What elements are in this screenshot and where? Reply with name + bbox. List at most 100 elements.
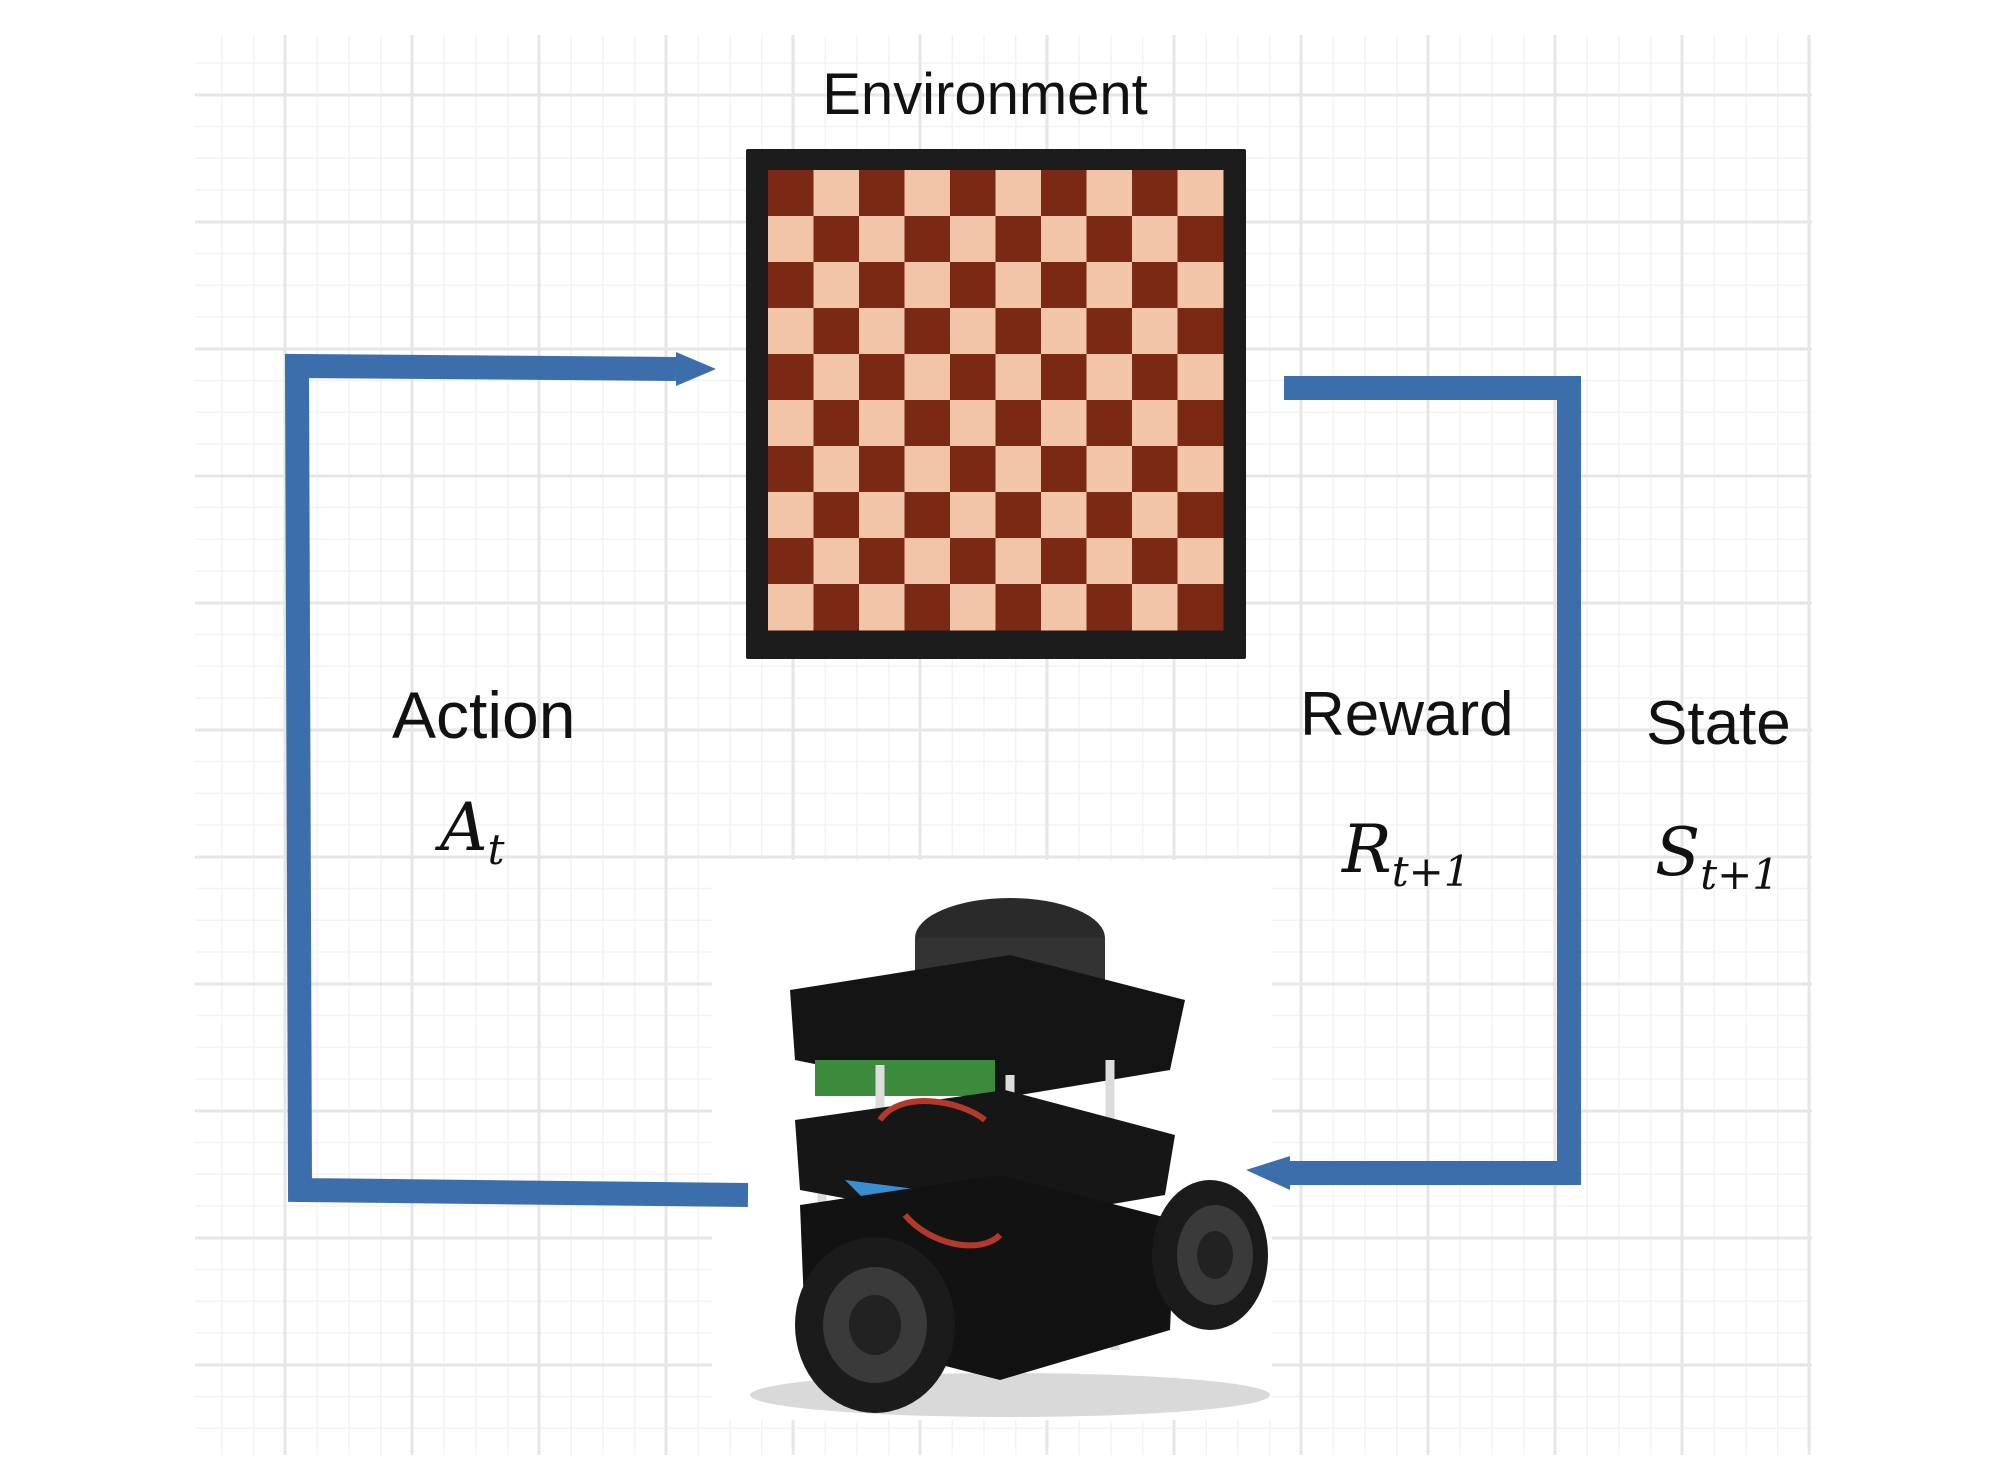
- board-square-dark: [1132, 538, 1178, 585]
- board-square-dark: [768, 170, 814, 217]
- board-square-dark: [904, 400, 951, 447]
- board-square-dark: [1041, 170, 1087, 217]
- board-square-light: [950, 308, 996, 355]
- board-square-light: [768, 308, 814, 355]
- state-reward-arrowhead: [1246, 1156, 1290, 1190]
- board-square-light: [950, 492, 996, 539]
- board-square-light: [950, 216, 996, 263]
- board-square-light: [1086, 262, 1133, 309]
- board-square-dark: [768, 262, 814, 309]
- board-square-dark: [1177, 216, 1224, 263]
- action-symbol-letter: A: [434, 789, 488, 866]
- state-symbol-subscript: t+1: [1700, 850, 1779, 899]
- board-square-light: [1086, 354, 1133, 401]
- board-square-dark: [1086, 400, 1133, 447]
- board-square-dark: [859, 170, 905, 217]
- board-square-dark: [1041, 538, 1087, 585]
- board-square-dark: [950, 262, 996, 309]
- board-square-light: [813, 170, 860, 217]
- board-square-light: [1086, 538, 1133, 585]
- board-square-dark: [1086, 584, 1133, 631]
- board-square-light: [950, 584, 996, 631]
- board-square-light: [813, 538, 860, 585]
- board-square-light: [904, 262, 951, 309]
- board-square-light: [1132, 492, 1178, 539]
- board-square-light: [1177, 262, 1224, 309]
- board-square-light: [1177, 170, 1224, 217]
- board-square-light: [813, 446, 860, 493]
- board-square-dark: [904, 308, 951, 355]
- board-square-dark: [1132, 354, 1178, 401]
- board-square-light: [1041, 584, 1087, 631]
- board-square-dark: [1177, 308, 1224, 355]
- board-square-dark: [1041, 262, 1087, 309]
- board-square-light: [1041, 216, 1087, 263]
- board-square-light: [995, 354, 1042, 401]
- board-square-light: [859, 584, 905, 631]
- board-square-light: [768, 400, 814, 447]
- board-square-dark: [813, 308, 860, 355]
- action-label: Action: [392, 678, 575, 752]
- action-symbol: At: [434, 789, 505, 874]
- board-square-dark: [813, 216, 860, 263]
- board-square-light: [1177, 354, 1224, 401]
- state-reward-arrow-line: [1284, 376, 1581, 1185]
- board-square-dark: [1086, 492, 1133, 539]
- board-square-light: [1177, 538, 1224, 585]
- board-square-light: [1041, 400, 1087, 447]
- board-square-light: [1041, 492, 1087, 539]
- board-square-dark: [768, 446, 814, 493]
- board-square-dark: [950, 354, 996, 401]
- board-square-dark: [768, 538, 814, 585]
- state-reward-arrow: [1246, 376, 1581, 1190]
- board-square-dark: [1177, 400, 1224, 447]
- board-square-light: [768, 216, 814, 263]
- board-square-dark: [1177, 584, 1224, 631]
- board-square-light: [1177, 446, 1224, 493]
- board-square-light: [904, 446, 951, 493]
- wire-red-lower: [902, 1213, 1003, 1249]
- board-square-dark: [1086, 216, 1133, 263]
- board-square-dark: [1177, 492, 1224, 539]
- environment-title: Environment: [822, 62, 1148, 127]
- board-square-dark: [995, 308, 1042, 355]
- board-square-dark: [950, 170, 996, 217]
- robot-icon: [750, 898, 1270, 1417]
- environment-board: [746, 149, 1246, 659]
- board-square-light: [995, 446, 1042, 493]
- board-square-light: [813, 262, 860, 309]
- board-square-light: [768, 492, 814, 539]
- board-square-light: [904, 354, 951, 401]
- board-square-dark: [904, 216, 951, 263]
- state-symbol-letter: S: [1655, 814, 1700, 891]
- action-arrow: [284, 352, 749, 1207]
- board-square-light: [995, 538, 1042, 585]
- board-square-light: [859, 308, 905, 355]
- action-arrowhead: [676, 352, 716, 386]
- board-square-light: [1132, 584, 1178, 631]
- board-square-dark: [904, 492, 951, 539]
- state-label: State: [1646, 689, 1791, 758]
- board-square-light: [1086, 170, 1133, 217]
- board-square-light: [904, 170, 951, 217]
- board-square-dark: [995, 584, 1042, 631]
- board-squares: [768, 170, 1224, 631]
- board-square-dark: [950, 446, 996, 493]
- board-square-dark: [813, 584, 860, 631]
- reward-symbol: Rt+1: [1341, 811, 1471, 896]
- board-square-dark: [1041, 354, 1087, 401]
- board-square-dark: [768, 354, 814, 401]
- board-square-dark: [995, 216, 1042, 263]
- wheel-left: [795, 1237, 955, 1413]
- reward-symbol-letter: R: [1341, 811, 1392, 888]
- state-symbol: St+1: [1655, 814, 1779, 899]
- board-square-light: [859, 492, 905, 539]
- board-square-dark: [1086, 308, 1133, 355]
- board-square-light: [859, 400, 905, 447]
- reward-symbol-subscript: t+1: [1392, 847, 1471, 896]
- action-arrow-line: [284, 353, 749, 1207]
- board-square-dark: [904, 584, 951, 631]
- board-square-light: [1132, 400, 1178, 447]
- board-square-light: [813, 354, 860, 401]
